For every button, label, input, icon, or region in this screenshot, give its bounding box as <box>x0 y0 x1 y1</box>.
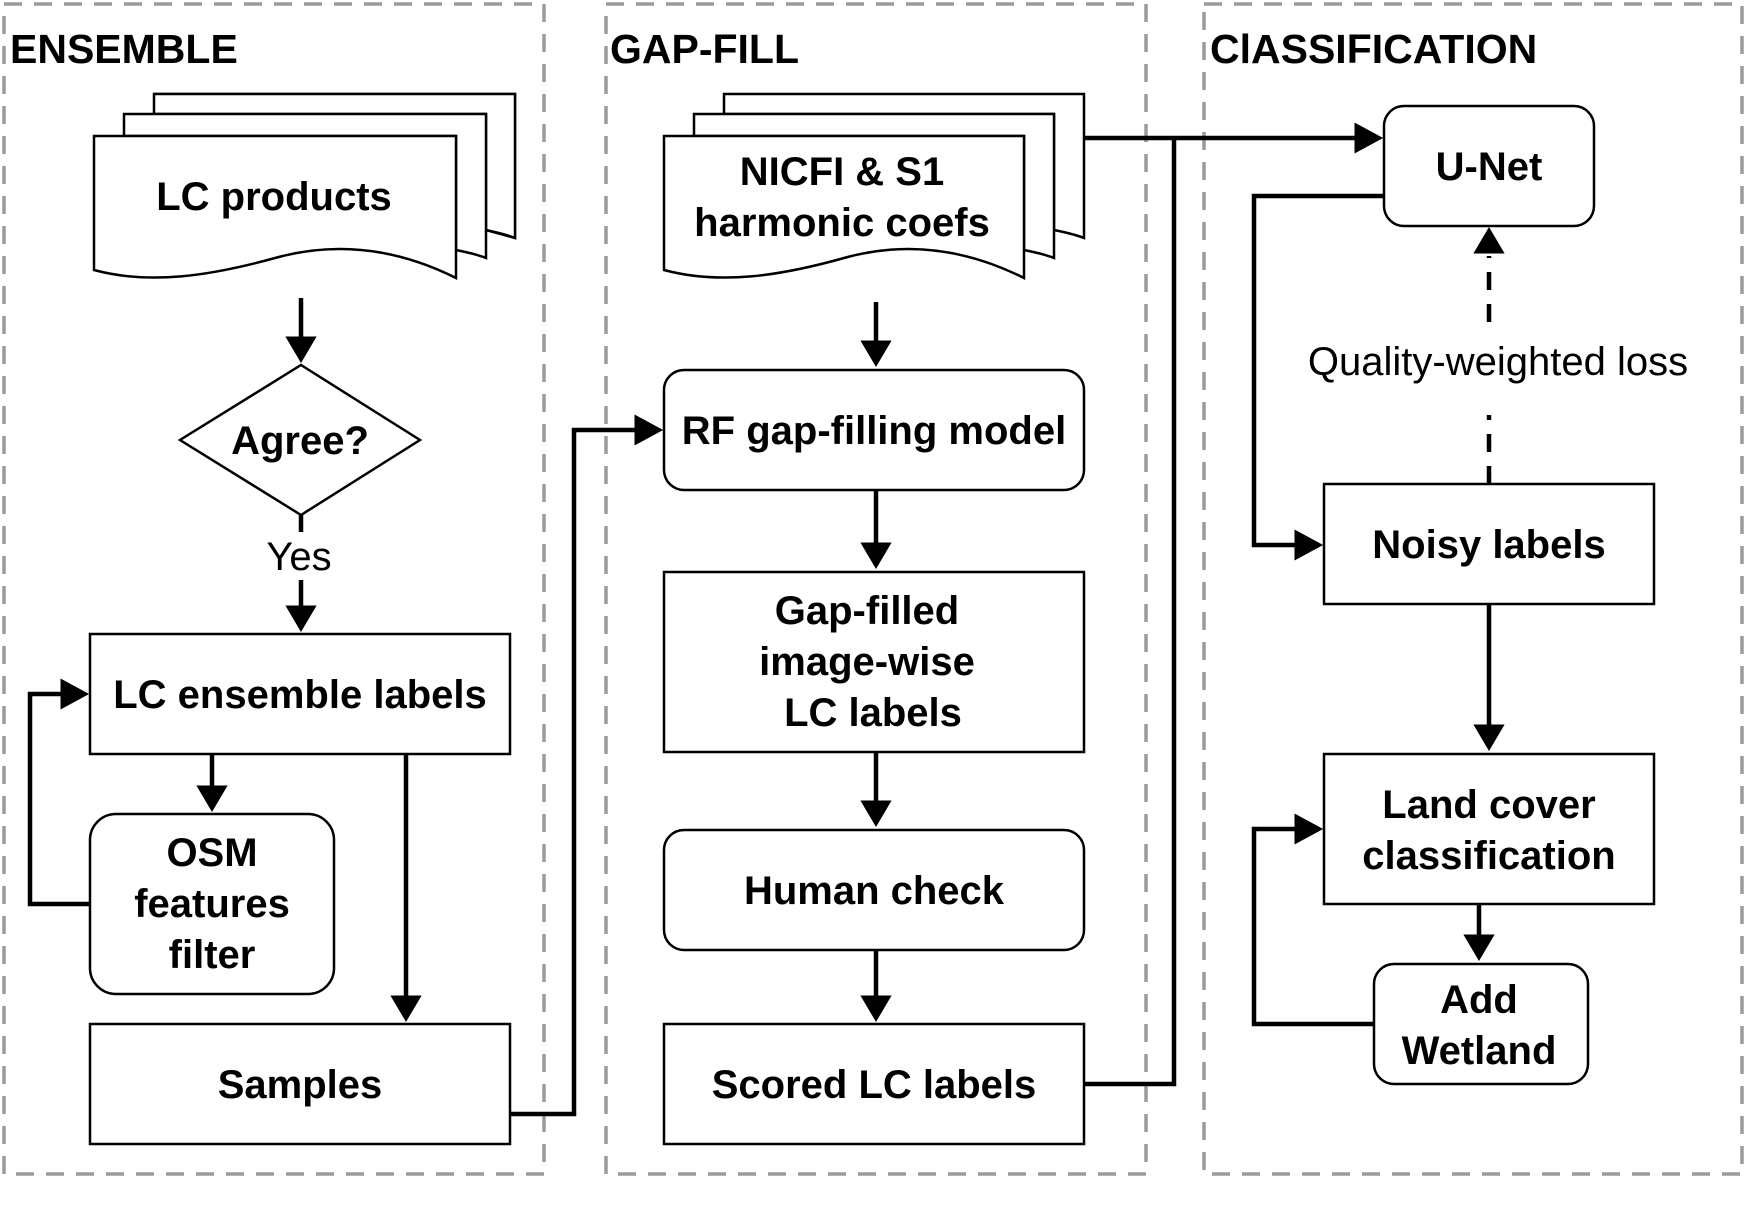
arrowhead-unet-to-noisy <box>1294 529 1324 561</box>
scored-labels-node: Scored LC labels <box>662 1022 1086 1146</box>
arrowhead-noisy-to-landcover <box>1473 724 1505 751</box>
arrowhead-landcover-to-wetland <box>1463 934 1495 961</box>
unet-box <box>1382 104 1596 228</box>
rf-model-label: RF gap-filling model <box>682 409 1066 453</box>
arrowhead-wetland-loop <box>1294 813 1324 845</box>
arrowhead-human-to-scored <box>860 995 892 1022</box>
osm-filter-line-2: features <box>134 882 290 926</box>
nicfi-line-1: NICFI & S1 <box>740 150 944 194</box>
lc-products-doc-front <box>92 134 458 281</box>
human-check-label: Human check <box>744 869 1005 913</box>
classification-section-title: ClASSIFICATION <box>1210 26 1537 72</box>
add-wetland-line-2: Wetland <box>1402 1029 1557 1073</box>
osm-filter-node: OSM features filter <box>88 812 336 996</box>
lc-ensemble-labels-node: LC ensemble labels <box>88 632 512 756</box>
nicfi-doc-front <box>662 134 1026 281</box>
land-cover-box <box>1322 752 1656 906</box>
samples-node: Samples <box>88 1022 512 1146</box>
land-cover-node: Land cover classification <box>1322 752 1656 906</box>
arrowhead-samples-to-rf <box>634 414 664 446</box>
arrowhead-noisy-to-unet <box>1473 227 1505 254</box>
classification-panel <box>1202 2 1744 1176</box>
edge-scored-to-unet-line <box>1084 138 1177 1087</box>
agree-label: Agree? <box>231 419 369 463</box>
edge-unet-to-noisy <box>1251 193 1384 548</box>
land-cover-line-1: Land cover <box>1382 783 1595 827</box>
arrowhead-products-to-agree <box>285 336 317 363</box>
arrowhead-osm-loop <box>60 678 90 710</box>
arrowhead-ensemble-to-osm <box>196 785 228 812</box>
lc-ensemble-labels-label: LC ensemble labels <box>113 673 486 717</box>
samples-box <box>88 1022 512 1146</box>
human-check-node: Human check <box>662 828 1086 952</box>
gapfill-panel <box>604 2 1148 1176</box>
ensemble-panel <box>2 2 546 1176</box>
arrowhead-rf-to-gapfilled <box>860 542 892 569</box>
edge-samples-to-rf <box>510 427 644 1117</box>
arrowhead-nicfi-to-unet <box>1354 122 1384 154</box>
scored-labels-box <box>662 1022 1086 1146</box>
lc-ensemble-labels-box <box>88 632 512 756</box>
scored-labels-label: Scored LC labels <box>712 1063 1037 1107</box>
noisy-labels-label: Noisy labels <box>1372 523 1605 567</box>
ensemble-section-title: ENSEMBLE <box>10 26 238 72</box>
gap-filled-line-1: Gap-filled <box>775 589 959 633</box>
lc-products-node: LC products <box>92 92 517 281</box>
osm-filter-line-1: OSM <box>166 831 257 875</box>
arrowhead-ensemble-to-samples <box>390 995 422 1022</box>
gap-filled-line-2: image-wise <box>759 640 975 684</box>
quality-loss-edge-label: Quality-weighted loss <box>1308 340 1688 384</box>
edge-osm-loop-to-ensemble <box>27 691 90 907</box>
arrowhead-gapfilled-to-human <box>860 800 892 827</box>
edges <box>27 122 1505 1117</box>
edge-wetland-loop-to-landcover <box>1251 826 1374 1027</box>
samples-label: Samples <box>218 1063 383 1107</box>
noisy-labels-node: Noisy labels <box>1322 482 1656 606</box>
arrowhead-nicfi-to-rf <box>860 340 892 367</box>
land-cover-line-2: classification <box>1362 834 1615 878</box>
nicfi-node: NICFI & S1 harmonic coefs <box>662 92 1086 281</box>
osm-filter-line-3: filter <box>169 933 256 977</box>
add-wetland-line-1: Add <box>1440 978 1518 1022</box>
gapfill-section-title: GAP-FILL <box>610 26 799 72</box>
unet-node: U-Net <box>1382 104 1596 228</box>
unet-label: U-Net <box>1436 145 1543 189</box>
section-panels <box>2 2 1744 1176</box>
gap-filled-node: Gap-filled image-wise LC labels <box>662 570 1086 754</box>
arrowhead-yes-to-ensemble <box>285 605 317 632</box>
yes-edge-label: Yes <box>266 535 331 579</box>
noisy-labels-box <box>1322 482 1656 606</box>
agree-node: Agree? <box>177 363 423 517</box>
rf-model-node: RF gap-filling model <box>662 368 1086 492</box>
lc-products-label: LC products <box>156 175 392 219</box>
add-wetland-node: Add Wetland <box>1372 962 1590 1086</box>
gap-filled-box <box>662 570 1086 754</box>
nicfi-line-2: harmonic coefs <box>694 201 990 245</box>
gap-filled-line-3: LC labels <box>784 691 962 735</box>
